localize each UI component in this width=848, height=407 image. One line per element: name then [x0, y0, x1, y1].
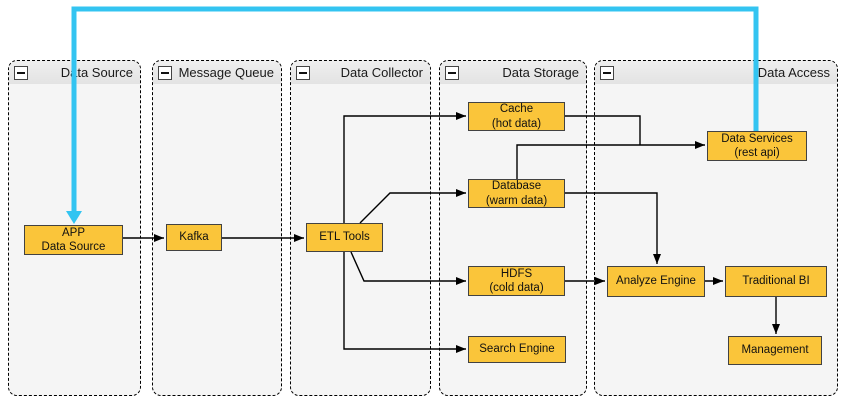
group-title: Data Access [757, 65, 830, 80]
group-title: Data Source [60, 65, 133, 80]
group-data-storage-header: Data Storage [440, 61, 586, 84]
collapse-icon[interactable] [158, 65, 172, 80]
node-kafka[interactable]: Kafka [166, 224, 222, 251]
node-search-engine[interactable]: Search Engine [468, 336, 566, 363]
group-title: Data Storage [502, 65, 579, 80]
group-title: Data Collector [340, 65, 423, 80]
group-data-collector-header: Data Collector [291, 61, 430, 84]
group-data-access-header: Data Access [595, 61, 837, 84]
node-database[interactable]: Database (warm data) [468, 179, 565, 208]
collapse-icon[interactable] [600, 65, 614, 80]
node-traditional-bi[interactable]: Traditional BI [725, 266, 827, 297]
node-analyze-engine[interactable]: Analyze Engine [607, 266, 705, 297]
minus-glyph [603, 71, 611, 74]
node-management[interactable]: Management [728, 336, 822, 365]
group-message-queue-header: Message Queue [153, 61, 281, 84]
minus-glyph [299, 71, 307, 74]
group-title: Message Queue [178, 65, 274, 80]
collapse-icon[interactable] [14, 65, 28, 80]
node-etl-tools[interactable]: ETL Tools [306, 223, 383, 252]
node-data-services[interactable]: Data Services (rest api) [707, 131, 807, 161]
collapse-icon[interactable] [445, 65, 459, 80]
group-data-source-header: Data Source [9, 61, 140, 84]
minus-glyph [448, 71, 456, 74]
node-cache[interactable]: Cache (hot data) [468, 102, 565, 131]
collapse-icon[interactable] [296, 65, 310, 80]
node-hdfs[interactable]: HDFS (cold data) [468, 266, 565, 296]
minus-glyph [17, 71, 25, 74]
node-app-data-source[interactable]: APP Data Source [24, 225, 123, 255]
minus-glyph [161, 71, 169, 74]
